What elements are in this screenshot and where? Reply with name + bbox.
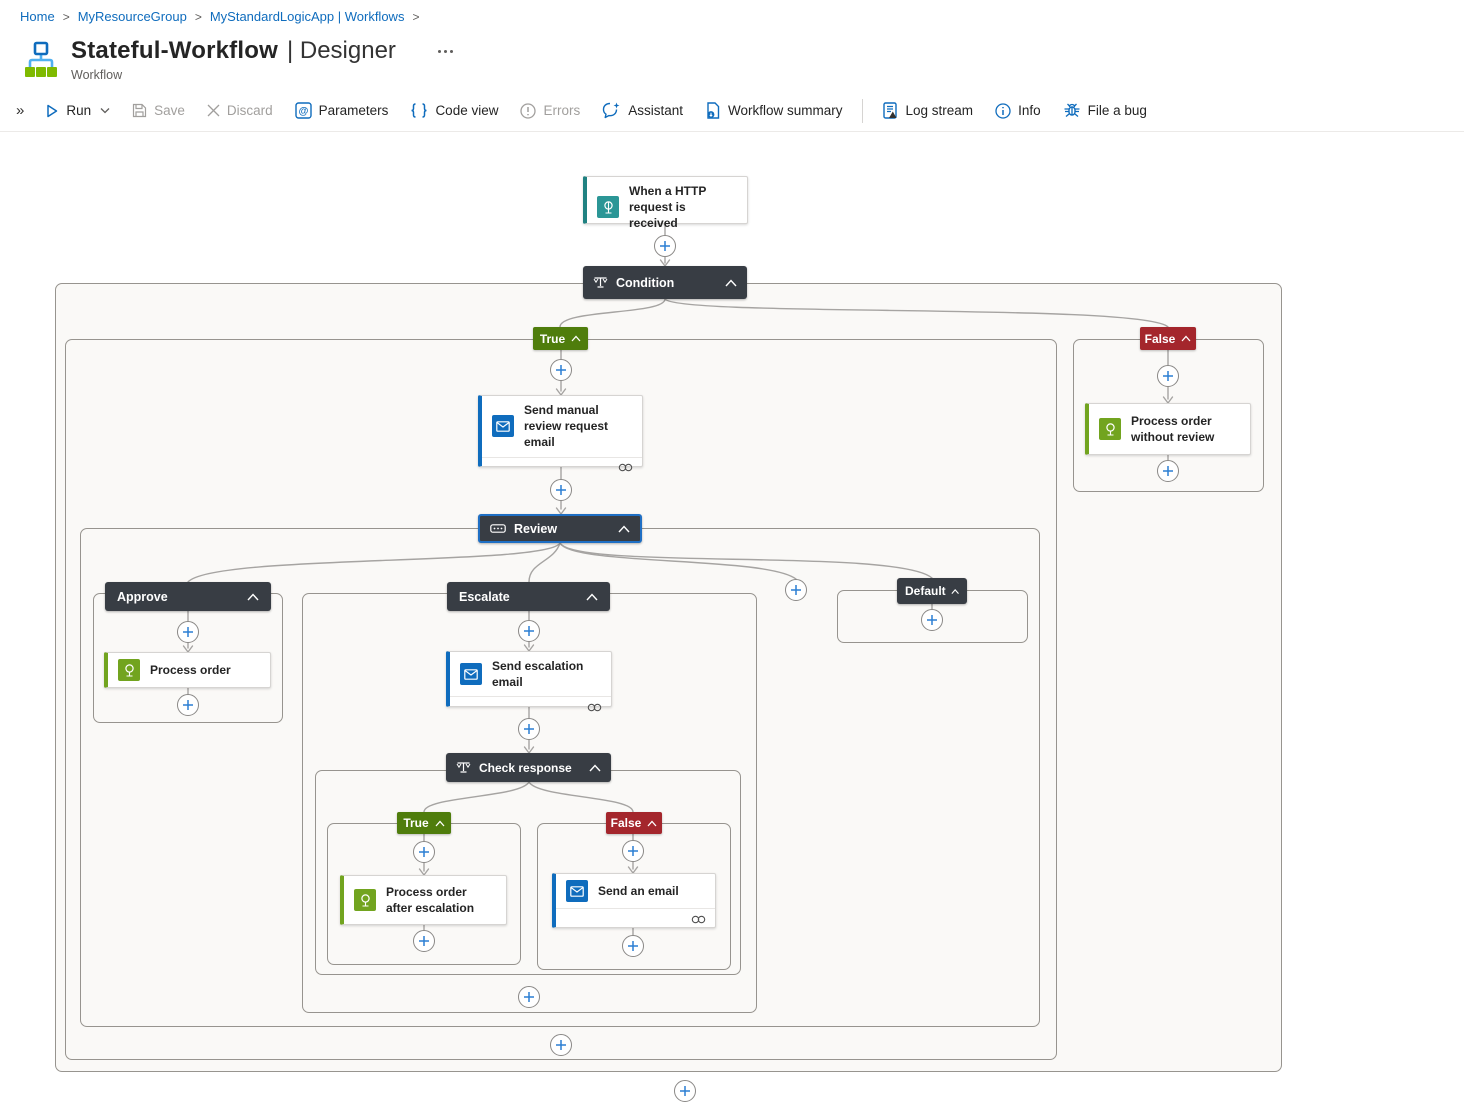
page-title: Stateful-Workflow bbox=[71, 37, 278, 64]
breadcrumb-logic-app-workflows[interactable]: MyStandardLogicApp | Workflows bbox=[209, 9, 405, 24]
chevron-up-icon bbox=[247, 592, 259, 600]
add-step-button[interactable] bbox=[550, 1034, 572, 1056]
info-button[interactable]: Info bbox=[984, 96, 1052, 126]
outlook-icon bbox=[566, 880, 588, 902]
bug-icon bbox=[1064, 103, 1080, 117]
check-response-card[interactable]: Check response bbox=[446, 753, 611, 782]
parameters-icon: @ bbox=[294, 102, 312, 119]
parameters-button[interactable]: @ Parameters bbox=[284, 96, 400, 126]
add-step-button[interactable] bbox=[518, 620, 540, 642]
info-icon bbox=[995, 102, 1011, 119]
process-order-after-escalation-card[interactable]: Process order after escalation bbox=[340, 875, 507, 925]
connection-icon bbox=[618, 463, 633, 472]
send-manual-review-card[interactable]: Send manual review request email bbox=[478, 395, 643, 472]
page-subtitle: Workflow bbox=[71, 68, 123, 82]
save-icon bbox=[133, 103, 147, 118]
add-step-button[interactable] bbox=[674, 1080, 696, 1102]
process-order-without-review-card[interactable]: Process order without review bbox=[1085, 403, 1251, 455]
add-step-button[interactable] bbox=[921, 609, 943, 631]
chevron-up-icon bbox=[951, 588, 959, 594]
run-button[interactable]: Run bbox=[34, 96, 121, 126]
chevron-up-icon bbox=[435, 820, 445, 826]
default-case-header[interactable]: Default bbox=[897, 578, 967, 604]
add-step-button[interactable] bbox=[177, 694, 199, 716]
error-icon bbox=[520, 102, 537, 119]
breadcrumb: Home > MyResourceGroup > MyStandardLogic… bbox=[0, 0, 1464, 24]
chevron-up-icon bbox=[647, 820, 657, 826]
inline-code-icon bbox=[118, 659, 140, 681]
add-step-button[interactable] bbox=[654, 235, 676, 257]
toolbar-divider bbox=[861, 98, 863, 123]
chevron-up-icon bbox=[571, 335, 581, 342]
check-false-badge[interactable]: False bbox=[606, 812, 662, 834]
condition-icon bbox=[593, 277, 608, 288]
page-header: Stateful-Workflow | Designer Workflow bbox=[0, 24, 1464, 82]
add-step-button[interactable] bbox=[413, 841, 435, 863]
more-icon[interactable] bbox=[434, 46, 457, 57]
breadcrumb-home[interactable]: Home bbox=[20, 9, 55, 24]
add-step-button[interactable] bbox=[622, 935, 644, 957]
workflow-icon bbox=[25, 41, 57, 77]
command-bar: » Run Save Discard @ Parameters Code vie… bbox=[0, 90, 1464, 132]
save-button[interactable]: Save bbox=[121, 96, 196, 126]
add-step-button[interactable] bbox=[413, 930, 435, 952]
file-a-bug-button[interactable]: File a bug bbox=[1052, 96, 1158, 126]
svg-text:@: @ bbox=[298, 106, 308, 117]
chevron-up-icon bbox=[589, 763, 601, 771]
log-stream-button[interactable]: Log stream bbox=[871, 96, 985, 126]
condition-icon bbox=[456, 762, 471, 773]
approve-case-header[interactable]: Approve bbox=[105, 582, 271, 611]
review-switch-card[interactable]: Review bbox=[478, 514, 642, 543]
escalate-case-header[interactable]: Escalate bbox=[447, 582, 610, 611]
switch-icon bbox=[490, 524, 506, 533]
expand-panel-icon[interactable]: » bbox=[16, 102, 25, 119]
breadcrumb-separator: > bbox=[62, 9, 70, 24]
chevron-up-icon bbox=[586, 592, 598, 600]
inline-code-icon bbox=[1099, 418, 1121, 440]
add-step-button[interactable] bbox=[1157, 460, 1179, 482]
inline-code-icon bbox=[354, 889, 376, 911]
outlook-icon bbox=[460, 663, 482, 686]
discard-button[interactable]: Discard bbox=[196, 96, 284, 126]
http-request-icon bbox=[597, 196, 619, 219]
add-step-button[interactable] bbox=[550, 359, 572, 381]
assistant-button[interactable]: Assistant bbox=[591, 96, 694, 126]
add-case-button[interactable] bbox=[785, 579, 807, 601]
close-icon bbox=[207, 104, 220, 117]
add-step-button[interactable] bbox=[518, 986, 540, 1008]
summary-document-icon bbox=[707, 102, 720, 119]
breadcrumb-separator: > bbox=[412, 9, 420, 24]
add-step-button[interactable] bbox=[550, 479, 572, 501]
add-step-button[interactable] bbox=[518, 718, 540, 740]
workflow-summary-button[interactable]: Workflow summary bbox=[694, 96, 854, 126]
chevron-up-icon bbox=[1181, 335, 1191, 342]
outlook-icon bbox=[492, 415, 514, 438]
false-branch-badge[interactable]: False bbox=[1140, 327, 1196, 350]
chevron-down-icon bbox=[100, 108, 110, 114]
log-stream-icon bbox=[882, 102, 897, 119]
code-view-button[interactable]: Code view bbox=[399, 96, 509, 126]
errors-button[interactable]: Errors bbox=[509, 96, 591, 126]
chevron-up-icon bbox=[618, 524, 630, 532]
true-branch-badge[interactable]: True bbox=[533, 327, 588, 350]
page-title-view: | Designer bbox=[286, 37, 396, 64]
play-icon bbox=[47, 104, 58, 117]
send-an-email-card[interactable]: Send an email bbox=[552, 873, 716, 928]
add-step-button[interactable] bbox=[1157, 365, 1179, 387]
connection-icon bbox=[587, 703, 602, 712]
process-order-card[interactable]: Process order bbox=[104, 652, 271, 688]
breadcrumb-resource-group[interactable]: MyResourceGroup bbox=[77, 9, 187, 24]
connection-icon bbox=[691, 915, 706, 923]
add-step-button[interactable] bbox=[177, 621, 199, 643]
add-step-button[interactable] bbox=[622, 840, 644, 862]
chevron-up-icon bbox=[725, 278, 737, 286]
code-braces-icon bbox=[411, 103, 427, 118]
breadcrumb-separator: > bbox=[194, 9, 202, 24]
trigger-http-request-card[interactable]: When a HTTP request is received bbox=[583, 176, 748, 230]
condition-card[interactable]: Condition bbox=[583, 266, 747, 299]
check-true-badge[interactable]: True bbox=[397, 812, 451, 834]
assistant-sparkle-icon bbox=[603, 102, 620, 119]
send-escalation-email-card[interactable]: Send escalation email bbox=[446, 651, 612, 712]
